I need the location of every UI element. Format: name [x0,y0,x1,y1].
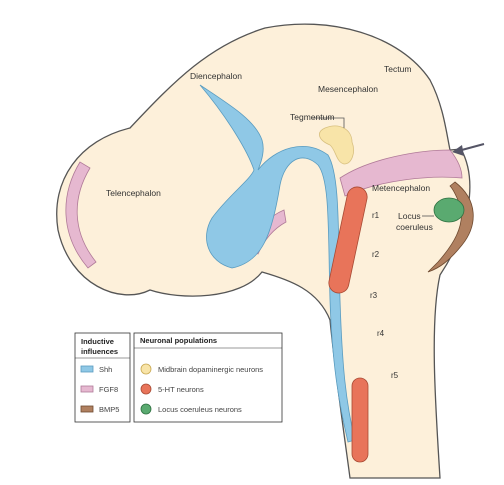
rhombomere-r5: r5 [391,371,399,380]
label-diencephalon: Diencephalon [190,71,242,81]
legend-neuronal-title: Neuronal populations [140,336,217,345]
legend-swatch-locus-coeruleus [140,403,152,415]
label-locus: Locus [398,211,421,221]
label-telencephalon: Telencephalon [106,188,161,198]
locus-coeruleus-neurons [433,197,465,223]
5ht-neurons-upper [328,186,368,294]
fgf8-isthmus-band [339,149,463,197]
rhombomere-r2: r2 [372,250,380,259]
dopaminergic-neurons [319,125,354,165]
tegmentum-pointer-line [312,117,345,128]
fgf8-telencephalon-band [65,161,97,269]
legend-swatch-shh [80,365,94,373]
rhombomere-r4: r4 [377,329,385,338]
legend-swatch-bmp5 [80,405,94,413]
legend-label-dopaminergic: Midbrain dopaminergic neurons [158,365,263,374]
legend-inductive-title-1: Inductive [81,337,114,346]
legend-label-bmp5: BMP5 [99,405,119,414]
label-metencephalon: Metencephalon [372,183,430,193]
legend-inductive-title-2: influences [81,347,118,356]
shh-ventral-midline [199,84,356,443]
isthmus-arrow [452,143,485,156]
legend-swatch-dopaminergic [140,363,152,375]
legend-label-fgf8: FGF8 [99,385,118,394]
rhombomere-r1: r1 [372,211,380,220]
label-mesencephalon: Mesencephalon [318,84,378,94]
label-tectum: Tectum [384,64,411,74]
legend-swatch-5ht [140,383,152,395]
label-tegmentum: Tegmentum [290,112,334,122]
label-coeruleus: coeruleus [396,222,433,232]
legend-label-5ht: 5-HT neurons [158,385,204,394]
5ht-neurons-lower [351,377,369,463]
legend-label-shh: Shh [99,365,112,374]
legend-inductive: Inductive influences Shh FGF8 BMP5 [74,332,131,423]
legend-neuronal: Neuronal populations Midbrain dopaminerg… [133,332,283,423]
rhombomere-r3: r3 [370,291,378,300]
legend-label-locus-coeruleus: Locus coeruleus neurons [158,405,242,414]
legend-swatch-fgf8 [80,385,94,393]
